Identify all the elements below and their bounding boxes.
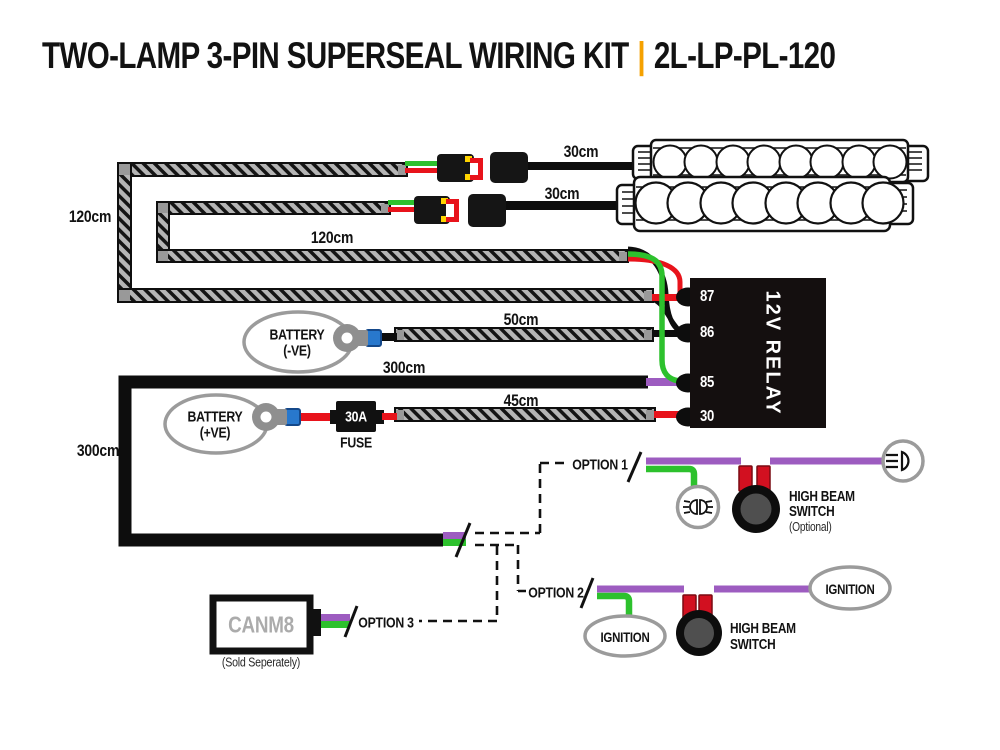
battery-positive-label-1: BATTERY (187, 408, 243, 426)
relay-pin-85: 85 (700, 374, 715, 391)
option-dashed-routing (419, 461, 567, 623)
option2-wiring (579, 577, 811, 617)
canm8-note: (Sold Seperately) (221, 654, 301, 670)
switch-feed-wire (118, 375, 648, 547)
relay-pin-86: 86 (700, 324, 715, 341)
title-code: 2L-LP-PL-120 (653, 35, 836, 76)
high-beam-switch-optional-icon (732, 465, 780, 533)
ignition-right-icon (808, 565, 892, 611)
feed-wire-cut-end (443, 522, 472, 558)
length-label-300cm-left: 300cm (76, 441, 120, 460)
relay-wiring (627, 246, 684, 418)
battery-negative-label-2: (-VE) (283, 342, 311, 360)
switch-main-label-2: SWITCH (730, 637, 776, 653)
canm8-module-icon (209, 594, 359, 655)
switch-optional-label-1: HIGH BEAM (789, 489, 855, 505)
battery-positive-label-2: (+VE) (199, 424, 231, 442)
battery-negative-assembly (242, 310, 397, 374)
length-label-30cm-bottom: 30cm (544, 184, 580, 203)
ignition-right-label: IGNITION (825, 581, 875, 597)
ignition-left-icon (583, 614, 667, 658)
led-light-bar-2 (615, 175, 915, 233)
length-label-120cm-left: 120cm (68, 207, 112, 226)
switch-main-label-1: HIGH BEAM (730, 621, 796, 637)
length-label-50cm: 50cm (503, 310, 539, 329)
relay-icon (676, 278, 826, 428)
relay-pin-87: 87 (700, 288, 715, 305)
length-label-30cm-top: 30cm (563, 142, 599, 161)
title-separator: | (637, 35, 646, 76)
battery-negative-label-1: BATTERY (269, 326, 325, 344)
relay-title: 12V RELAY (761, 290, 784, 416)
battery-positive-assembly (163, 393, 338, 455)
title-main: TWO-LAMP 3-PIN SUPERSEAL WIRING KIT (42, 35, 629, 76)
lamp-cable-stubs (505, 162, 637, 210)
length-label-120cm-inner: 120cm (310, 228, 354, 247)
switch-optional-label-2: SWITCH (789, 504, 835, 520)
braided-cable-outer-loop (117, 162, 654, 303)
braided-cable-inner-loop (156, 201, 629, 263)
canm8-label: CANM8 (228, 611, 294, 638)
led-light-bar-1 (631, 138, 930, 184)
option2-label: OPTION 2 (528, 584, 584, 602)
high-beam-icon (881, 439, 925, 483)
option1-label: OPTION 1 (572, 456, 628, 474)
fuse-icon (330, 401, 397, 432)
superseal-connector-row1 (405, 152, 528, 183)
page-title: TWO-LAMP 3-PIN SUPERSEAL WIRING KIT | 2L… (42, 35, 836, 76)
fuse-label: FUSE (340, 434, 372, 452)
ignition-left-label: IGNITION (600, 629, 650, 645)
length-label-45cm: 45cm (503, 391, 539, 410)
length-label-300cm-top: 300cm (382, 358, 426, 377)
high-beam-switch-main-icon (676, 594, 722, 656)
option3-label: OPTION 3 (358, 614, 414, 632)
fuse-rating-label: 30A (345, 408, 367, 426)
relay-pin-30: 30 (700, 408, 715, 425)
switch-optional-note: (Optional) (789, 520, 832, 534)
superseal-connector-row2 (388, 194, 506, 227)
cable-end-caps (119, 164, 654, 420)
option1-wiring (626, 451, 884, 487)
position-light-icon (675, 484, 721, 530)
